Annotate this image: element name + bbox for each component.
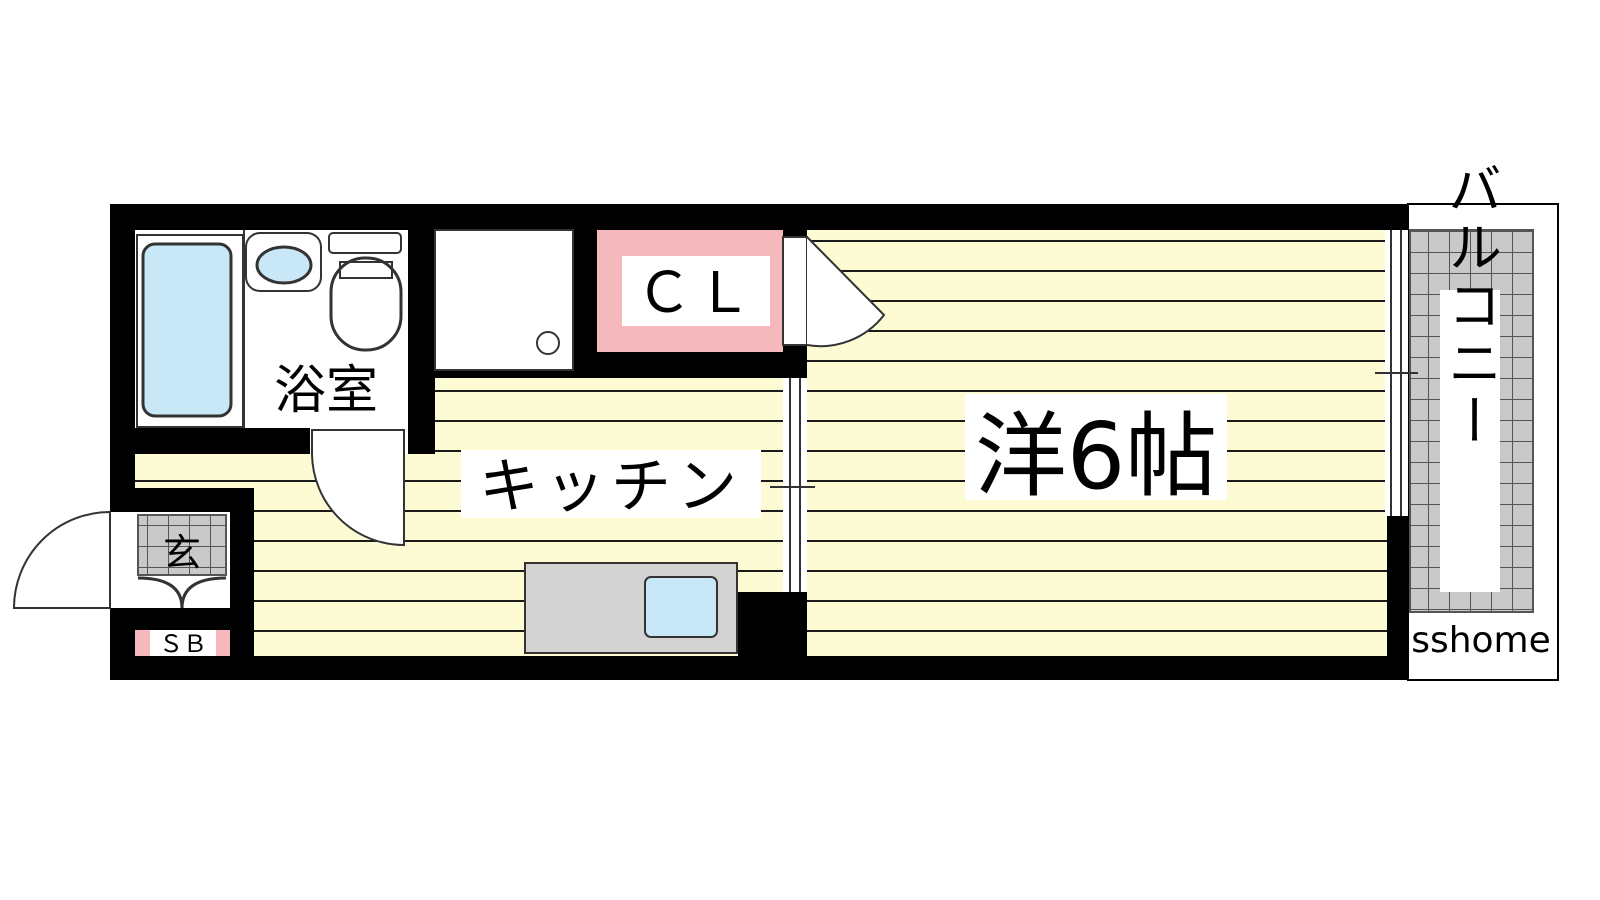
closet-door-frame xyxy=(782,236,808,346)
western-room-label-bg xyxy=(965,394,1227,500)
washbasin xyxy=(255,245,313,285)
wall-bath-bottom xyxy=(135,428,310,454)
wall-bath-right xyxy=(408,230,435,454)
watermark: sshome xyxy=(1411,620,1551,661)
entrance-door-swing xyxy=(12,510,111,609)
kitchen-label: キッチン xyxy=(479,452,743,522)
balcony-label-bg xyxy=(1440,290,1500,592)
wall-kitchen-right-bottom xyxy=(738,592,807,656)
sink-basin xyxy=(644,576,718,638)
western-room-label: 洋6帖 xyxy=(975,403,1218,510)
toilet-tank xyxy=(328,232,402,254)
bath-label: 浴室 xyxy=(274,361,378,421)
fridge-marker xyxy=(536,331,560,355)
balcony-label: バルコニー xyxy=(1439,161,1502,451)
shoe-box-label-bg xyxy=(150,630,216,656)
entrance-door-opening xyxy=(110,512,135,608)
shoe-box-label: ＳＢ xyxy=(159,630,207,658)
closet-door-swing xyxy=(806,236,886,348)
wall-entrance-right xyxy=(230,488,254,656)
watermark-bg xyxy=(1412,616,1550,660)
toilet-seat xyxy=(329,256,403,352)
toilet-lid xyxy=(339,261,393,279)
entrance-tile xyxy=(137,514,227,576)
sliding-door xyxy=(783,378,807,592)
kitchen-label-bg xyxy=(461,450,761,518)
closet-label-bg xyxy=(622,256,770,326)
closet-label: ＣＬ xyxy=(636,261,756,326)
bath-door-swing xyxy=(311,429,405,547)
entrance-label: 玄 xyxy=(163,531,201,575)
entrance-step xyxy=(137,576,227,609)
bathtub xyxy=(141,242,233,418)
